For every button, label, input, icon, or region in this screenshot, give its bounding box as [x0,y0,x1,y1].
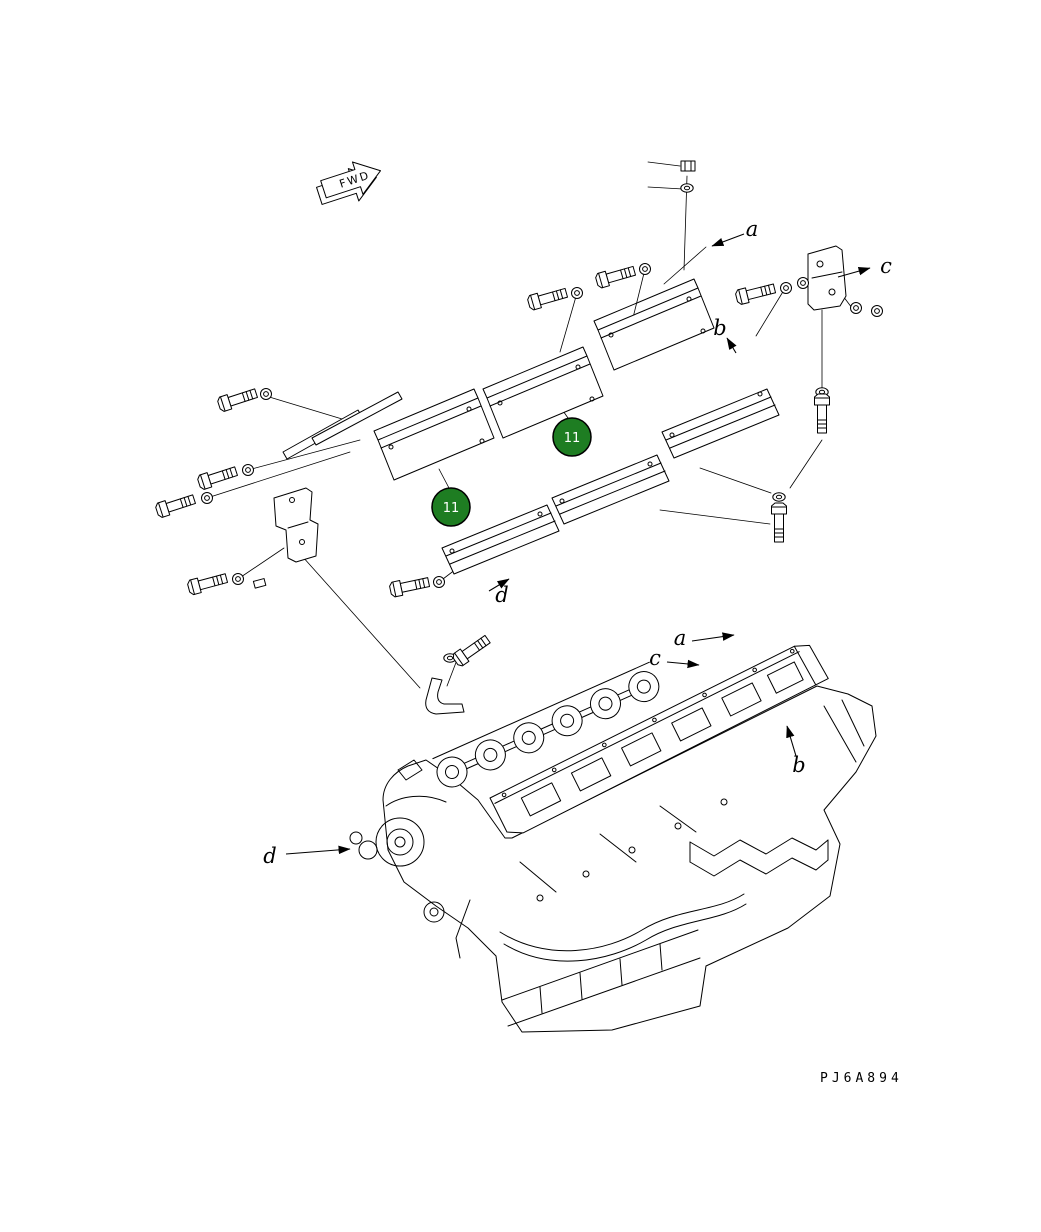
exhaust-ports [432,661,660,788]
nut [680,160,696,172]
heat-shield-panel [441,504,560,575]
front-pulley [349,759,447,867]
ref-label-b-exploded: b [713,316,726,340]
bolt [196,463,239,491]
ref-label-a-exploded: a [746,217,759,241]
rail-strip [282,391,403,460]
view-arrow-a-exploded [711,233,745,247]
view-arrow-d-exploded [488,578,510,592]
hook-bracket [425,677,465,715]
bolt [154,491,197,519]
ref-label-c-exploded: c [880,254,892,278]
bolt [814,393,830,434]
view-arrows [285,233,871,855]
washer [433,576,445,588]
washer [242,464,254,476]
reference-letters: a c b d a c b d [263,217,892,868]
bolt [771,502,787,543]
washer [232,573,244,585]
bolt [216,385,259,413]
washer [772,492,786,502]
ref-label-c-engine: c [649,646,661,670]
view-arrow-b-exploded [726,337,737,354]
exploded-view [154,160,883,715]
side-bracket [273,487,319,563]
washer [871,305,883,317]
engine-block-details [423,699,865,1027]
fasteners [154,160,883,669]
view-arrow-c-engine [666,659,700,669]
callout-number: 11 [564,431,581,446]
washer [571,287,583,299]
bolt [186,570,229,596]
spacer [252,578,267,589]
heat-shield-panel [373,388,495,481]
bolt [734,280,777,306]
bolt [594,263,637,290]
engine-assembly [349,644,877,1033]
fwd-arrow-icon: FWD [316,161,382,205]
washer [850,302,862,314]
mounting-bracket [807,245,847,311]
callout-number: 11 [443,501,460,516]
ref-label-d-exploded: d [495,583,508,607]
washer [797,277,809,289]
ref-label-d-engine: d [263,844,276,868]
washer [260,388,272,400]
callout-circle[interactable] [431,487,471,527]
heat-shield-panel [593,278,715,371]
mounted-heat-shield [489,644,829,834]
view-arrow-d-engine [285,845,351,855]
heat-shield-panel [551,454,670,525]
callout-circle[interactable] [552,417,592,457]
heat-shield-panel [661,388,780,459]
washer [639,263,651,275]
view-arrow-b-engine [786,725,797,757]
drawing-code: PJ6A894 [820,1071,903,1086]
washer [201,492,213,504]
heat-shield-panel [482,346,604,439]
washer [780,282,792,294]
part-callout-11-first[interactable]: 11 [552,417,592,457]
bolt [388,574,431,598]
view-arrow-a-engine [691,632,735,642]
washer [680,183,694,193]
ref-label-b-engine: b [792,753,805,777]
bolt [526,285,569,312]
part-callout-11-second[interactable]: 11 [431,487,471,527]
view-arrow-c-exploded [837,267,871,278]
ref-label-a-engine: a [674,626,687,650]
bolt [450,632,493,669]
